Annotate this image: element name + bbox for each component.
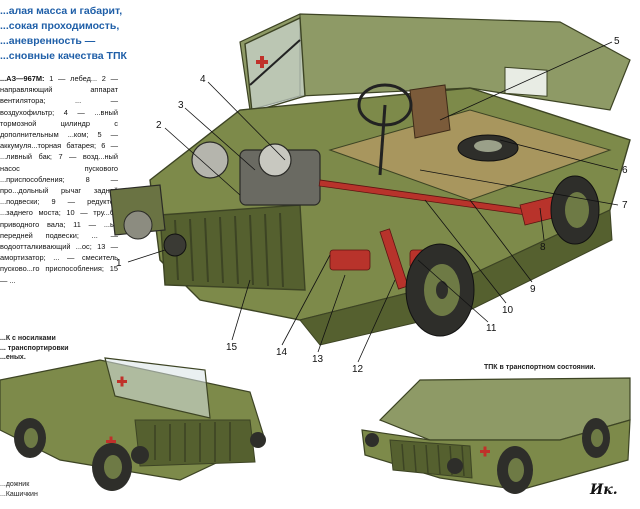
callout-14: 14 — [276, 347, 288, 358]
vehicle-with-stretchers — [0, 357, 266, 491]
red-cross-right-side — [480, 446, 490, 457]
red-cross-left-front — [106, 436, 116, 447]
callout-4: 4 — [200, 74, 206, 85]
main-front-wheel — [405, 243, 475, 337]
callout-2: 2 — [156, 120, 162, 131]
callout-lines — [127, 41, 619, 363]
canvas-window — [504, 66, 548, 97]
callout-8: 8 — [540, 242, 546, 253]
left-vehicle-wheels — [14, 418, 132, 491]
caption-transport: ТПК в транспортном состоянии. — [484, 364, 596, 371]
legend-text: 1 — лебед... 2 — направляющий аппарат ве… — [0, 74, 118, 285]
callout-15: 15 — [226, 342, 238, 353]
caption-stretchers: ...К с носилками ... транспортировки ...… — [0, 335, 69, 361]
main-vehicle-cutaway: 1 2 3 4 5 6 7 8 9 10 11 12 13 14 15 — [109, 13, 631, 375]
callout-6: 6 — [622, 165, 628, 176]
right-vehicle-wheels — [497, 418, 610, 494]
artist-credit: ...дожник ...Кашичкин — [0, 481, 38, 498]
callout-7: 7 — [622, 200, 628, 211]
callout-13: 13 — [312, 354, 324, 365]
callout-1: 1 — [116, 258, 122, 269]
red-cross-windshield — [256, 56, 268, 68]
callout-numbers: 1 2 3 4 5 6 7 8 9 10 11 12 13 14 15 — [116, 36, 628, 375]
main-rear-wheel — [550, 175, 600, 245]
grille-slats — [174, 212, 284, 288]
callout-11: 11 — [486, 323, 497, 334]
callout-9: 9 — [530, 284, 536, 295]
callout-12: 12 — [352, 364, 364, 375]
parts-legend: ...АЗ—967М: 1 — лебед... 2 — направляющи… — [0, 73, 118, 286]
callout-3: 3 — [178, 100, 184, 111]
legend-lead: ...АЗ—967М: — [0, 74, 45, 83]
vehicle-transport-state — [361, 377, 631, 494]
callout-10: 10 — [502, 305, 514, 316]
callout-5: 5 — [614, 36, 620, 47]
red-cross-left-windshield — [117, 376, 127, 387]
headline: ...алая масса и габарит, ...сокая проход… — [0, 5, 127, 62]
artist-signature: Ик. — [590, 482, 618, 498]
